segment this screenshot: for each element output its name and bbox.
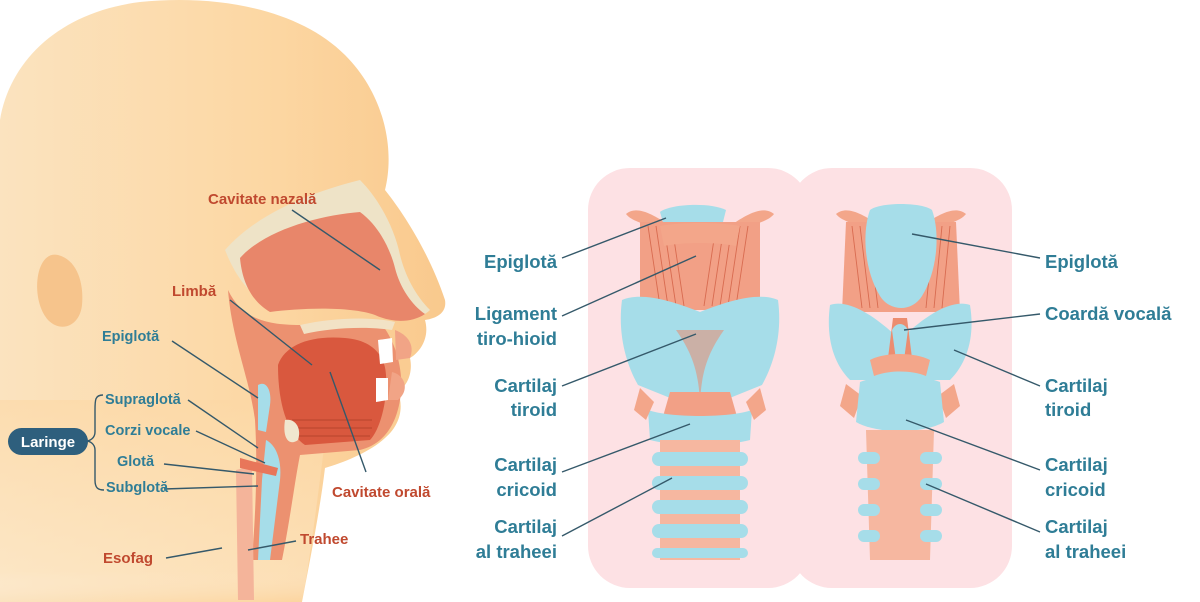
label-subglota: Subglotă [106, 480, 169, 496]
label-laringe: Laringe [21, 434, 75, 451]
label-supraglota: Supraglotă [105, 392, 182, 408]
label-back-epiglota: Epiglotă [1045, 251, 1119, 272]
label-glota: Glotă [117, 454, 155, 470]
label-back-traheei-2: al traheei [1045, 541, 1126, 562]
laringe-badge-bg [8, 428, 88, 455]
front-labels: Epiglotă Ligament tiro-hioid Cartilaj ti… [475, 251, 558, 562]
label-ligament-1: Ligament [475, 303, 557, 324]
label-front-cricoid-1: Cartilaj [494, 454, 557, 475]
lower-lip [388, 372, 405, 400]
larynx-front-view [620, 204, 780, 560]
front-tracheal-rings [652, 452, 748, 558]
hyoid-bone [284, 419, 300, 443]
back-arytenoid-muscle [870, 354, 930, 376]
head-epiglottis [258, 383, 271, 432]
larynx-back-view [828, 204, 972, 560]
label-head-epiglota: Epiglotă [102, 329, 160, 345]
label-front-cricoid-2: cricoid [496, 479, 557, 500]
front-cricothyroid [662, 392, 738, 420]
label-back-cricoid-1: Cartilaj [1045, 454, 1108, 475]
label-front-epiglota: Epiglotă [484, 251, 558, 272]
back-arytenoid [892, 324, 908, 360]
front-thyroid-notch [676, 330, 724, 410]
tongue [278, 337, 387, 445]
palate [300, 318, 395, 334]
label-back-traheei-1: Cartilaj [1045, 516, 1108, 537]
head-vocal-folds [240, 458, 278, 476]
back-trachea [866, 430, 934, 560]
label-front-tiroid-1: Cartilaj [494, 375, 557, 396]
back-epiglottis [865, 204, 937, 308]
nasal-cavity [240, 212, 425, 321]
back-labels: Epiglotă Coardă vocală Cartilaj tiroid C… [1045, 251, 1172, 562]
label-front-tiroid-2: tiroid [511, 399, 557, 420]
front-cricoid [648, 410, 752, 445]
label-back-cricoid-2: cricoid [1045, 479, 1106, 500]
front-hyoid-body [660, 223, 740, 246]
label-cavitate-orala: Cavitate orală [332, 484, 431, 501]
label-cavitate-nazala: Cavitate nazală [208, 191, 317, 208]
back-cricoid [856, 376, 944, 431]
upper-teeth [378, 338, 393, 364]
label-front-traheei-2: al traheei [476, 541, 557, 562]
head-esophagus [236, 466, 254, 600]
upper-lip [395, 330, 412, 360]
back-tracheal-rings [858, 452, 942, 542]
ear [37, 254, 83, 327]
back-inferior-horn-left [840, 384, 862, 418]
larynx-leader-lines [561, 217, 1041, 537]
label-front-traheei-1: Cartilaj [494, 516, 557, 537]
back-inferior-horn-right [938, 384, 960, 418]
head-labels: Cavitate nazală Limbă Epiglotă Supraglot… [102, 191, 431, 567]
lower-teeth [376, 378, 388, 402]
head-profile [0, 0, 446, 602]
label-ligament-2: tiro-hioid [477, 328, 557, 349]
front-inferior-horn-left [634, 388, 654, 420]
label-corzi-vocale: Corzi vocale [105, 423, 190, 439]
label-trahee: Trahee [300, 531, 348, 548]
front-inferior-horn-right [746, 388, 766, 420]
label-esofag: Esofag [103, 550, 153, 567]
laringe-badge: Laringe [8, 428, 88, 455]
label-limba: Limbă [172, 283, 217, 300]
front-membrane-stripes [647, 225, 749, 307]
label-coarda-vocala: Coardă vocală [1045, 303, 1172, 324]
label-back-tiroid-2: tiroid [1045, 399, 1091, 420]
label-back-tiroid-1: Cartilaj [1045, 375, 1108, 396]
tongue-muscle [290, 419, 372, 437]
front-epiglottis [660, 204, 726, 226]
